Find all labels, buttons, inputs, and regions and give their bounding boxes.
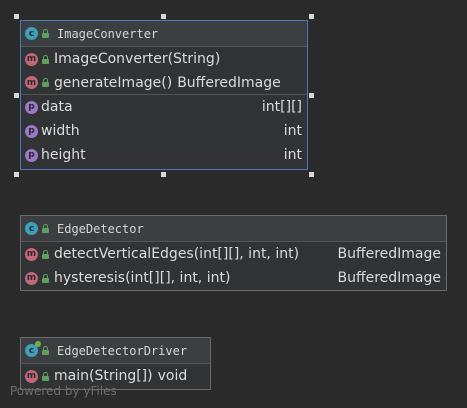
method-name: generateImage() — [54, 74, 173, 91]
lock-icon — [42, 54, 49, 64]
lock-icon — [42, 249, 49, 259]
powered-by-label: Powered by yFiles — [10, 384, 117, 398]
field-type: int[][] — [261, 99, 302, 115]
resize-handle-top-right[interactable] — [309, 14, 314, 19]
resize-handle-top-center[interactable] — [161, 14, 166, 19]
field-name: height — [41, 147, 86, 163]
field-type: int — [283, 123, 302, 139]
resize-handle-middle-left[interactable] — [14, 93, 19, 98]
resize-handle-bottom-right[interactable] — [309, 172, 314, 177]
class-name: EdgeDetector — [57, 221, 144, 236]
method-type: BufferedImage — [337, 270, 441, 286]
method-row[interactable]: m main(String[]) void — [21, 364, 210, 388]
lock-icon — [42, 78, 49, 87]
field-row[interactable]: p height int — [21, 143, 307, 167]
field-icon: p — [25, 100, 38, 114]
lock-icon — [42, 29, 49, 38]
lock-icon — [42, 224, 49, 233]
method-icon: m — [25, 271, 38, 285]
field-row[interactable]: p width int — [21, 119, 307, 143]
class-node-imageconverter[interactable]: c ImageConverter m ImageConverter(String… — [20, 20, 308, 170]
class-node-edgedetector[interactable]: c EdgeDetector m detectVerticalEdges(int… — [20, 215, 447, 291]
resize-handle-middle-right[interactable] — [309, 93, 314, 98]
method-icon: m — [25, 52, 38, 66]
class-name: EdgeDetectorDriver — [57, 343, 188, 358]
field-icon: p — [25, 148, 38, 162]
method-icon: m — [25, 76, 38, 89]
class-header: c EdgeDetector — [21, 216, 446, 242]
method-type: void — [157, 368, 188, 384]
class-icon: c — [25, 341, 41, 357]
run-icon — [35, 341, 41, 347]
lock-icon — [42, 346, 49, 355]
class-node-edgedetectordriver[interactable]: c EdgeDetectorDriver m main(String[]) vo… — [20, 337, 211, 390]
method-type: BufferedImage — [337, 246, 441, 262]
method-name: ImageConverter(String) — [54, 51, 221, 67]
class-header: c ImageConverter — [21, 21, 307, 47]
class-header: c EdgeDetectorDriver — [21, 338, 210, 364]
field-icon: p — [25, 124, 38, 138]
field-type: int — [283, 147, 302, 163]
method-name: hysteresis(int[][], int, int) — [54, 270, 231, 286]
resize-handle-bottom-left[interactable] — [14, 172, 19, 177]
class-icon: c — [25, 27, 38, 40]
method-row[interactable]: m generateImage() BufferedImage — [21, 71, 307, 95]
method-icon: m — [25, 247, 38, 261]
method-name: main(String[]) — [54, 368, 153, 384]
resize-handle-top-left[interactable] — [14, 14, 19, 19]
method-name: detectVerticalEdges(int[][], int, int) — [54, 246, 300, 262]
lock-icon — [42, 371, 49, 381]
field-row[interactable]: p data int[][] — [21, 95, 307, 119]
method-icon: m — [25, 369, 38, 383]
lock-icon — [42, 273, 49, 283]
class-name: ImageConverter — [57, 26, 159, 41]
method-type: BufferedImage — [177, 74, 281, 91]
field-name: width — [41, 123, 80, 139]
class-icon: c — [25, 222, 38, 235]
method-row[interactable]: m detectVerticalEdges(int[][], int, int)… — [21, 242, 446, 266]
field-name: data — [41, 99, 73, 115]
method-row[interactable]: m hysteresis(int[][], int, int) Buffered… — [21, 266, 446, 290]
method-row[interactable]: m ImageConverter(String) — [21, 47, 307, 71]
resize-handle-bottom-center[interactable] — [161, 172, 166, 177]
